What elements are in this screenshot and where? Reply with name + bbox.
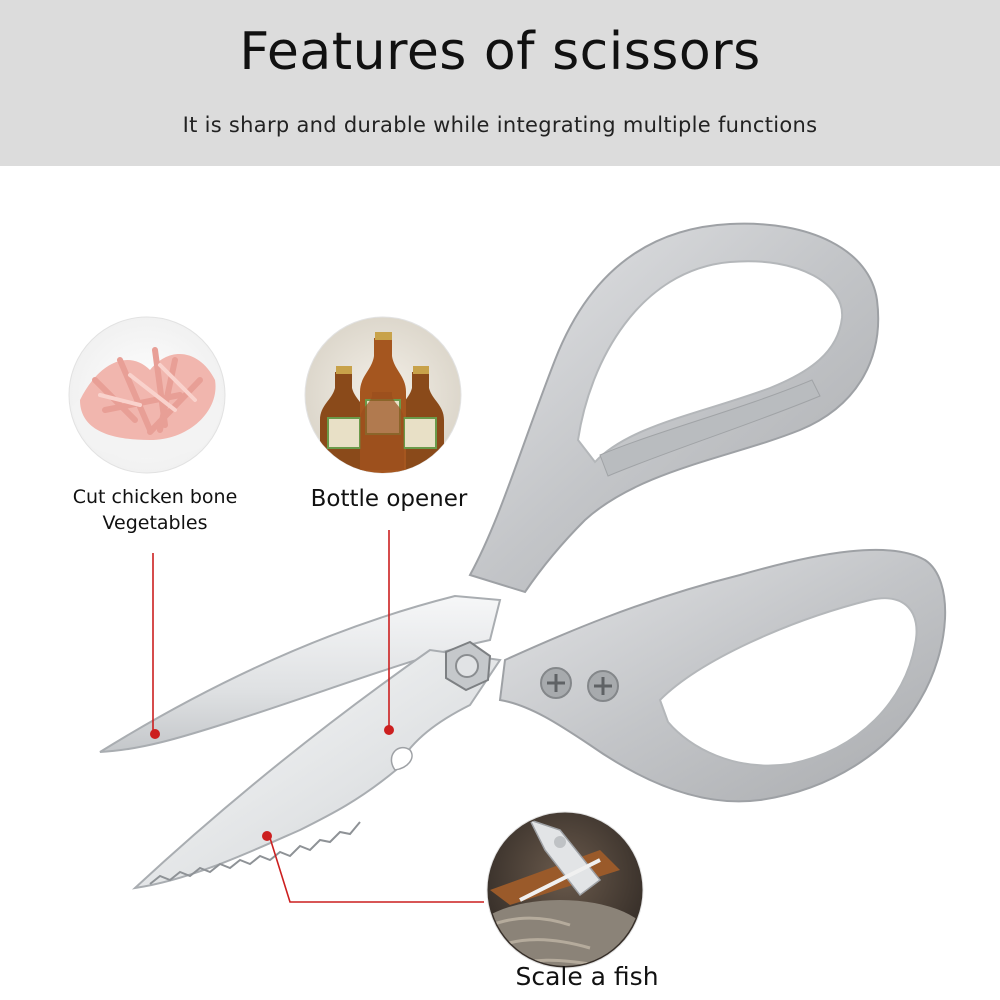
- chicken-bone-label-line2: Vegetables: [102, 512, 208, 534]
- bottle-opener-label: Bottle opener: [310, 486, 468, 512]
- scale-fish-label: Scale a fish: [515, 962, 659, 991]
- chicken-bone-photo: [68, 316, 226, 474]
- fish-callout-dot: [262, 831, 272, 841]
- lower-blade: [131, 648, 502, 890]
- lower-handle: [498, 548, 947, 803]
- pivot-bolt: [445, 640, 492, 692]
- header-banner: Features of scissors It is sharp and dur…: [0, 0, 1000, 166]
- chicken-callout-line: [150, 553, 160, 739]
- page-subtitle: It is sharp and durable while integratin…: [182, 113, 818, 137]
- chicken-bone-label: Cut chicken bone Vegetables: [62, 484, 248, 536]
- fish-scaling-photo: [486, 811, 644, 969]
- chicken-callout-dot: [150, 729, 160, 739]
- bottle-callout-line: [384, 530, 394, 735]
- page-title: Features of scissors: [239, 22, 761, 82]
- chicken-bone-label-line1: Cut chicken bone: [72, 486, 238, 508]
- bottle-opener-photo: [304, 316, 462, 474]
- upper-handle: [468, 222, 880, 594]
- fish-callout-line: [262, 831, 484, 903]
- bottle-callout-dot: [384, 725, 394, 735]
